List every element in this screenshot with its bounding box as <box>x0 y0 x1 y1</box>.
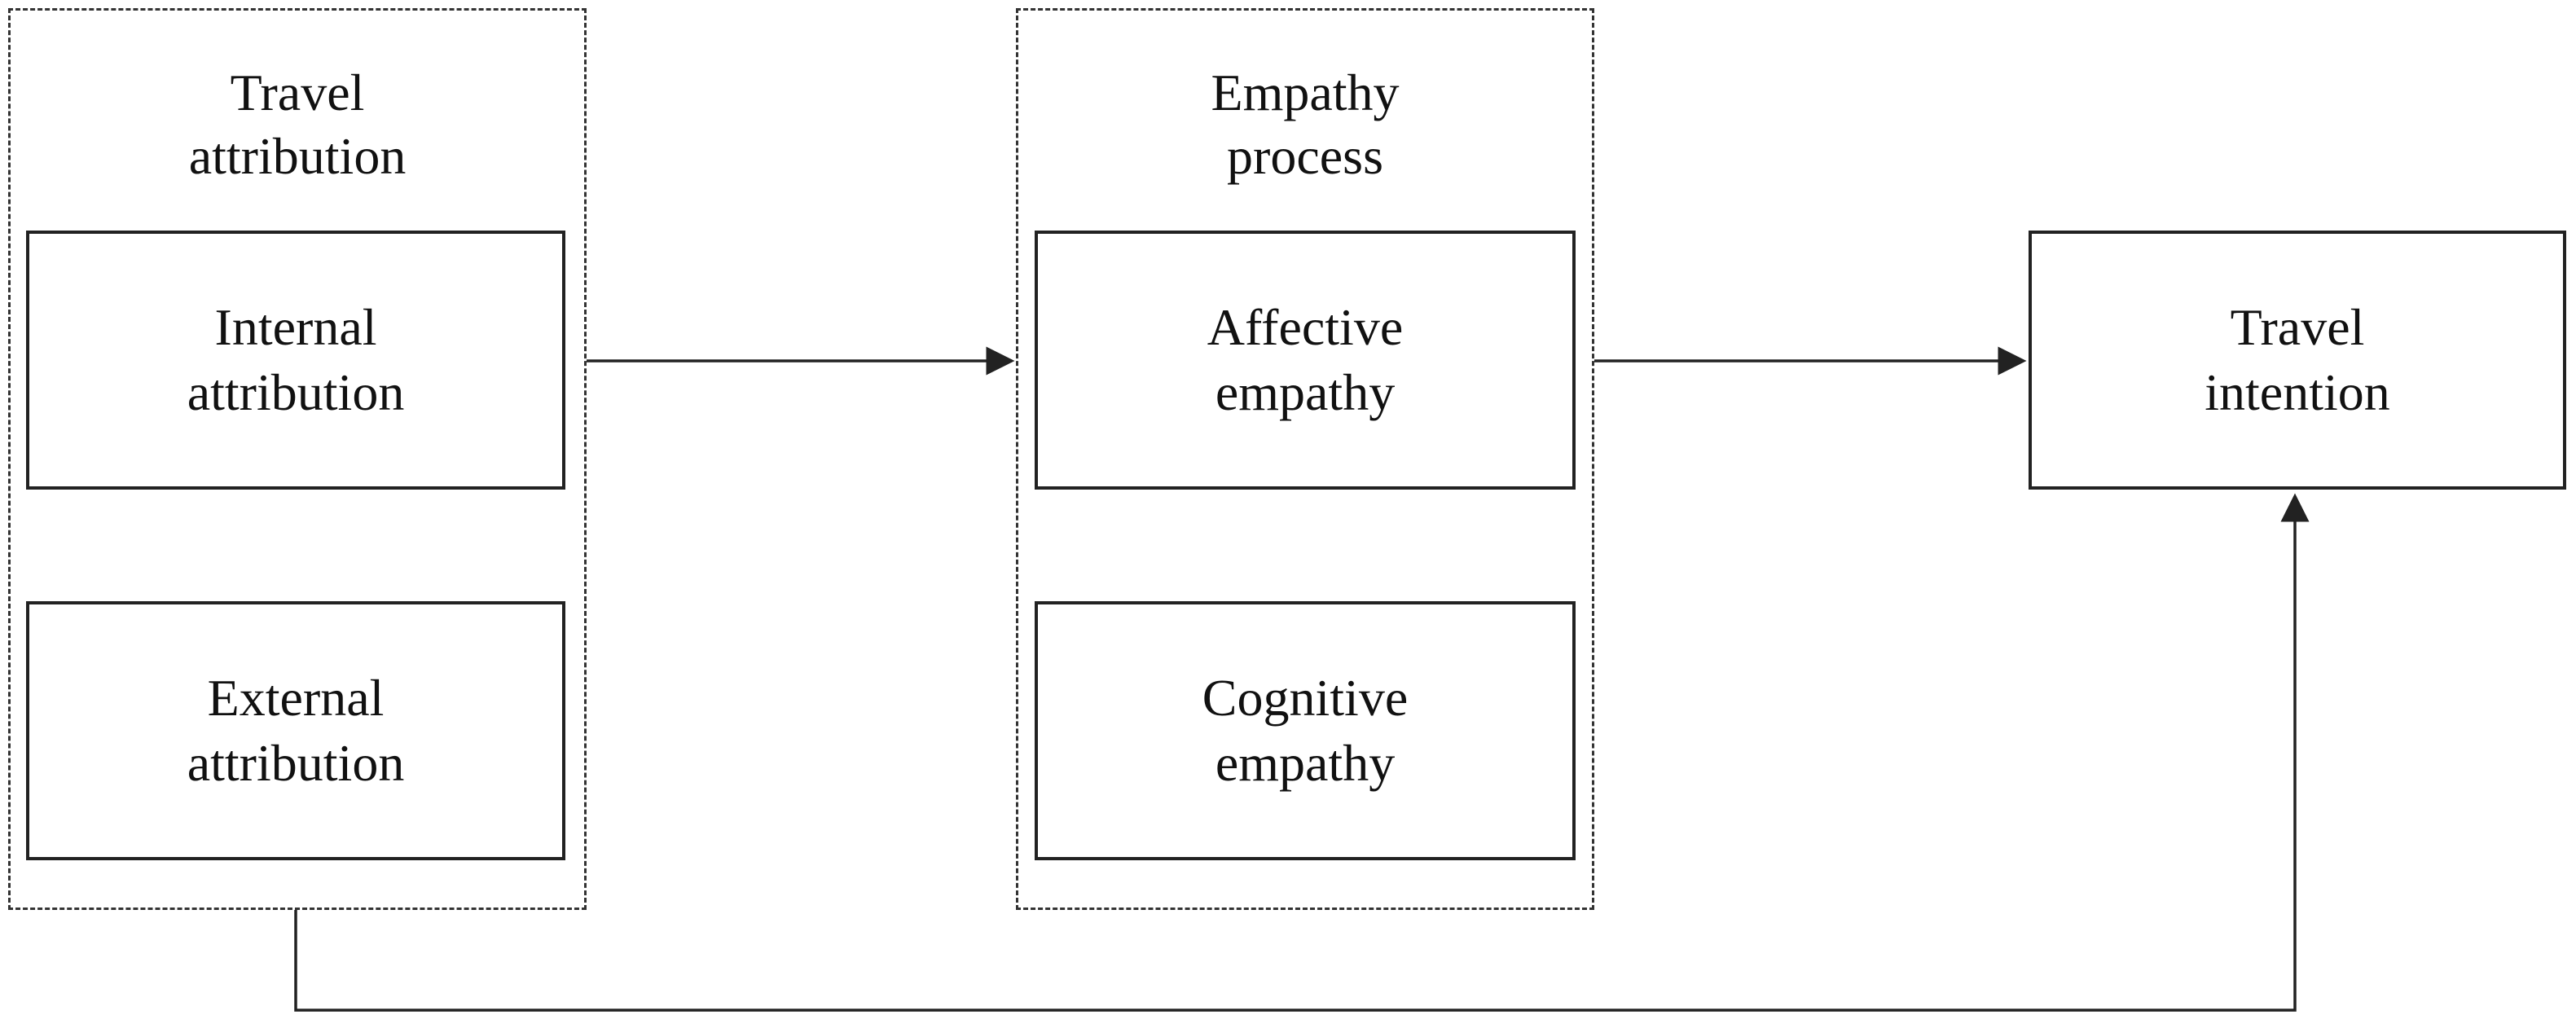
travel-intention-box: Travel intention <box>2029 231 2566 490</box>
empathy-process-group: Empathy process <box>1016 8 1594 910</box>
travel-attribution-title: Travel attribution <box>188 64 407 185</box>
empathy-process-title: Empathy process <box>1211 64 1400 185</box>
affective-empathy-box: Affective empathy <box>1035 231 1576 490</box>
internal-attribution-box: Internal attribution <box>26 231 565 490</box>
external-attribution-box: External attribution <box>26 601 565 860</box>
cognitive-empathy-box: Cognitive empathy <box>1035 601 1576 860</box>
